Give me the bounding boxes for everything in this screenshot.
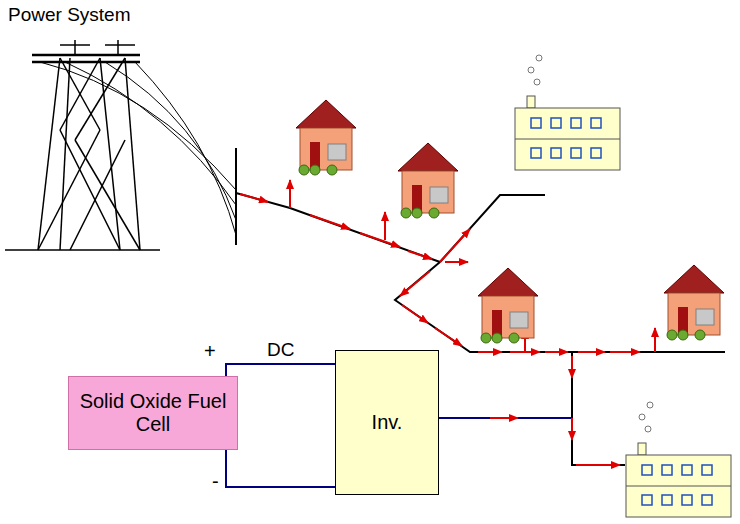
edge-label: DC [267, 339, 294, 361]
diagram-title: Power System [8, 4, 130, 26]
transmission-tower [5, 40, 160, 250]
polarity-plus: + [204, 340, 216, 363]
box-text: Inv. [372, 411, 403, 434]
factories [515, 55, 731, 517]
box-text: Solid Oxide Fuel Cell [77, 390, 229, 436]
houses [296, 100, 724, 343]
distribution-lines [236, 193, 725, 465]
transmission-lines [40, 62, 236, 245]
polarity-minus: - [212, 470, 219, 493]
fuel-cell-box: Solid Oxide Fuel Cell [68, 376, 238, 450]
power-flow-arrows [240, 180, 655, 465]
inverter-box: Inv. [335, 350, 439, 495]
dc-wire [226, 364, 335, 487]
